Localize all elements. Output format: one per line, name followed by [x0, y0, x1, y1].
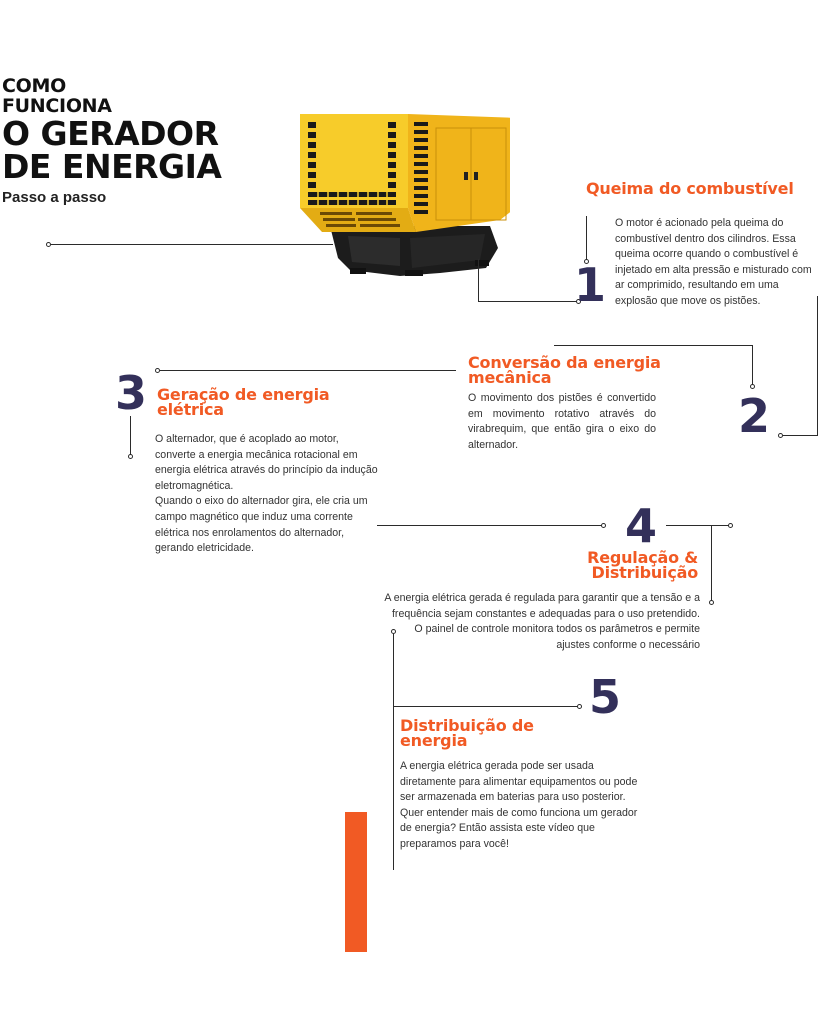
connector-dot [709, 600, 714, 605]
step-1-text: O motor é acionado pela queima do combus… [615, 217, 812, 307]
step-5-number: 5 [589, 670, 622, 724]
connector-dot [750, 384, 755, 389]
step-3-title-line-1: Geração de energia [157, 385, 330, 404]
connector-line [160, 370, 456, 372]
step-2-number: 2 [738, 389, 771, 443]
title-line-2: FUNCIONA [2, 95, 112, 117]
title-line-3: O GERADOR [2, 114, 219, 153]
subtitle: Passo a passo [2, 189, 107, 206]
orange-accent-bar [345, 812, 367, 952]
step-5-text-paragraph-1: A energia elétrica gerada pode ser usada… [400, 760, 638, 804]
step-4-text: A energia elétrica gerada é regulada par… [380, 591, 700, 653]
connector-dot [778, 433, 783, 438]
step-4-text-paragraph-2: O painel de controle monitora todos os p… [414, 623, 700, 651]
step-5-title-line-1: Distribuição de [400, 716, 534, 735]
connector-line [711, 525, 713, 601]
connector-line [478, 301, 577, 303]
step-1-number: 1 [574, 258, 607, 312]
step-2-title: Conversão da energia mecânica [468, 353, 661, 387]
connector-line [478, 259, 480, 302]
step-5-text-paragraph-2: Quer entender mais de como funciona um g… [400, 806, 638, 850]
step-3-number: 3 [115, 366, 148, 420]
connector-line [377, 525, 603, 527]
step-2-text: O movimento dos pistões é convertido em … [468, 392, 656, 451]
step-2-title-line-2: mecânica [468, 368, 552, 387]
step-3-title-line-2: elétrica [157, 400, 224, 419]
connector-dot [155, 368, 160, 373]
step-5-title-line-2: energia [400, 731, 468, 750]
connector-dot [391, 629, 396, 634]
connector-line [752, 345, 754, 385]
step-2-title-line-1: Conversão da energia [468, 353, 661, 372]
connector-dot [577, 704, 582, 709]
title-line-1: COMO [2, 75, 66, 97]
step-4-text-paragraph-1: A energia elétrica gerada é regulada par… [384, 592, 700, 620]
connector-dot [576, 299, 581, 304]
connector-dot [728, 523, 733, 528]
connector-line [817, 296, 819, 436]
step-1-title: Queima do combustível [586, 179, 794, 198]
connector-dot [128, 454, 133, 459]
step-4-title-line-2: Distribuição [591, 563, 698, 582]
step-3-text: O alternador, que é acoplado ao motor, c… [155, 432, 380, 557]
connector-dot [584, 259, 589, 264]
connector-dot [601, 523, 606, 528]
page-header: COMO FUNCIONA O GERADOR DE ENERGIA Passo… [2, 75, 222, 206]
step-3-text-paragraph-2: Quando o eixo do alternador gira, ele cr… [155, 495, 368, 555]
title-line-4: DE ENERGIA [2, 147, 222, 186]
connector-line [393, 634, 395, 870]
step-3-title: Geração de energia elétrica [157, 385, 330, 419]
step-4-title-line-1: Regulação & [587, 548, 698, 567]
connector-line [586, 216, 588, 260]
connector-line [554, 345, 753, 347]
connector-dot [46, 242, 51, 247]
connector-line [393, 706, 578, 708]
step-5-title: Distribuição de energia [400, 716, 534, 750]
connector-line [51, 244, 333, 246]
step-4-title: Regulação & Distribuição [540, 548, 698, 582]
connector-line [666, 525, 729, 527]
generator-image [300, 114, 510, 276]
step-3-text-paragraph-1: O alternador, que é acoplado ao motor, c… [155, 433, 378, 492]
connector-line [130, 416, 132, 455]
connector-line [783, 435, 818, 437]
step-4-number: 4 [625, 499, 658, 553]
step-5-text: A energia elétrica gerada pode ser usada… [400, 759, 650, 853]
